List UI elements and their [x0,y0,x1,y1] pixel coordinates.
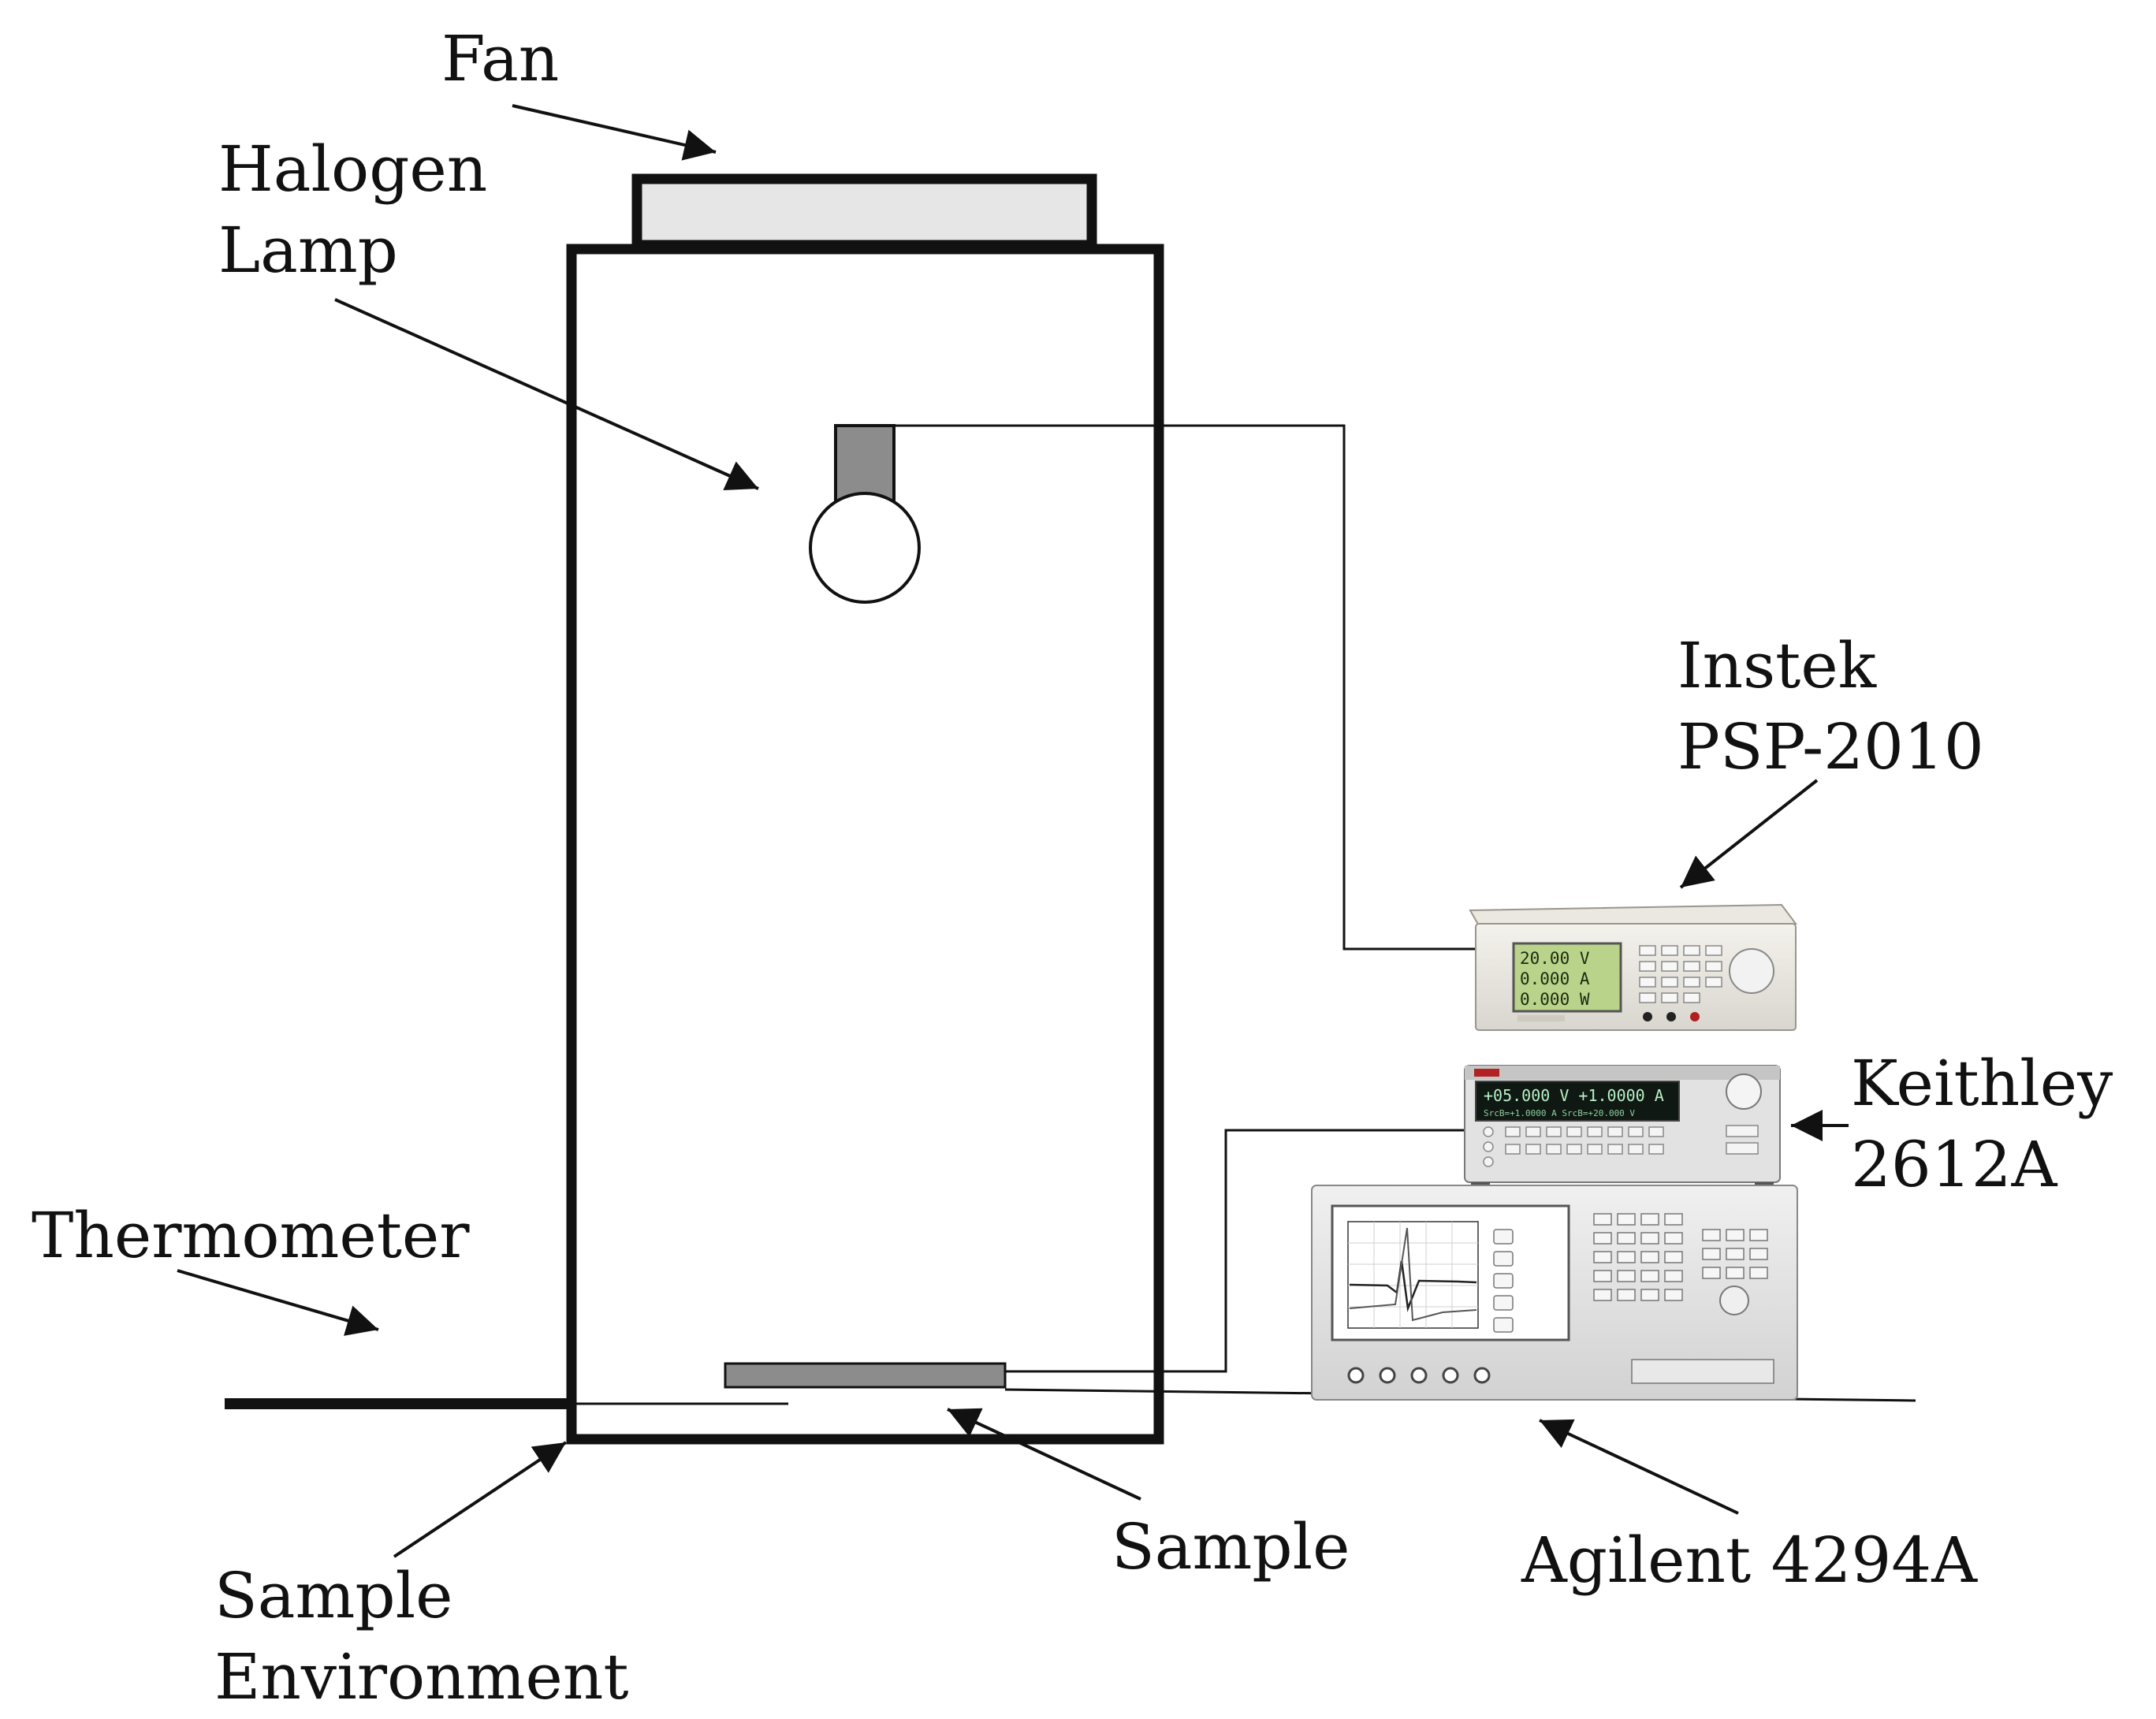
keithley-display-main: +05.000 V +1.0000 A [1484,1086,1664,1105]
keithley-label-line1: Keithley [1851,1047,2113,1120]
halogen-lamp-bulb [809,492,921,604]
sample-plate [724,1362,1007,1389]
keithley-display-sub: SrcB=+1.0000 A SrcB=+20.000 V [1484,1108,1635,1118]
thermometer-label: Thermometer [32,1199,470,1272]
instek-display-line2: 0.000 A [1520,969,1590,988]
instek-display-line1: 20.00 V [1520,949,1590,968]
halogen-lamp-arrow [334,298,759,490]
fan-arrow [512,104,717,161]
keithley-wire [1005,1129,1465,1373]
keithley-2612a-device: +05.000 V +1.0000 A SrcB=+1.0000 A SrcB=… [1464,1065,1781,1192]
fan-label: Fan [441,22,559,95]
agilent-4294a-device [1311,1185,1798,1401]
agilent-label: Agilent 4294A [1521,1524,1978,1597]
sample-environment-label-line1: Sample [214,1559,453,1632]
instek-arrow [1679,779,1819,889]
instek-label-line2: PSP-2010 [1678,710,1984,783]
sample-environment-label-line2: Environment [214,1640,629,1713]
sample-arrow [947,1408,1141,1501]
halogen-lamp-label-line1: Halogen [218,132,487,206]
keithley-label-line2: 2612A [1851,1128,2058,1201]
instek-display-line3: 0.000 W [1520,990,1590,1009]
instek-psp-2010-device: 20.00 V 0.000 A 0.000 W [1469,903,1797,1031]
sample-environment-arrow [393,1441,568,1558]
fan-box [631,173,1097,251]
agilent-arrow [1539,1419,1739,1515]
lamp-power-wire [894,424,1476,951]
halogen-lamp-label-line2: Lamp [218,214,398,287]
sample-label: Sample [1112,1510,1350,1583]
instek-label-line1: Instek [1678,629,1878,702]
thermometer-arrow [177,1269,379,1336]
